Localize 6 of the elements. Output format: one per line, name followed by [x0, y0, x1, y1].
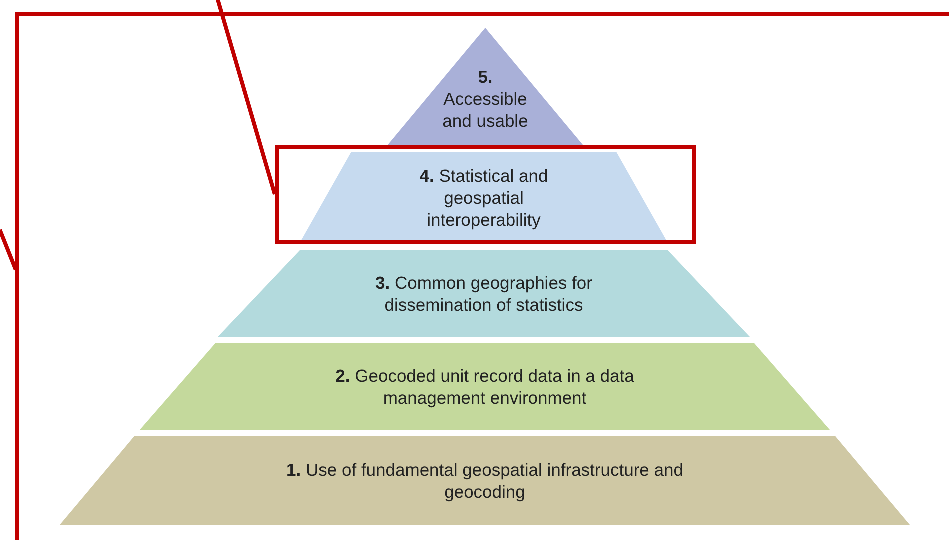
tier-label: 5. Accessible and usable: [442, 66, 530, 132]
tier-label: 1. Use of fundamental geospatial infrastructure and geocoding: [286, 458, 684, 502]
tier-label: 3. Common geographies for dissemination of statistics: [374, 272, 594, 316]
tier-label: 2. Geocoded unit record data in a data management environment: [334, 364, 636, 408]
leader-line: [216, 0, 277, 196]
tier-label: 4. Statistical and geospatial interoperability: [418, 164, 550, 230]
